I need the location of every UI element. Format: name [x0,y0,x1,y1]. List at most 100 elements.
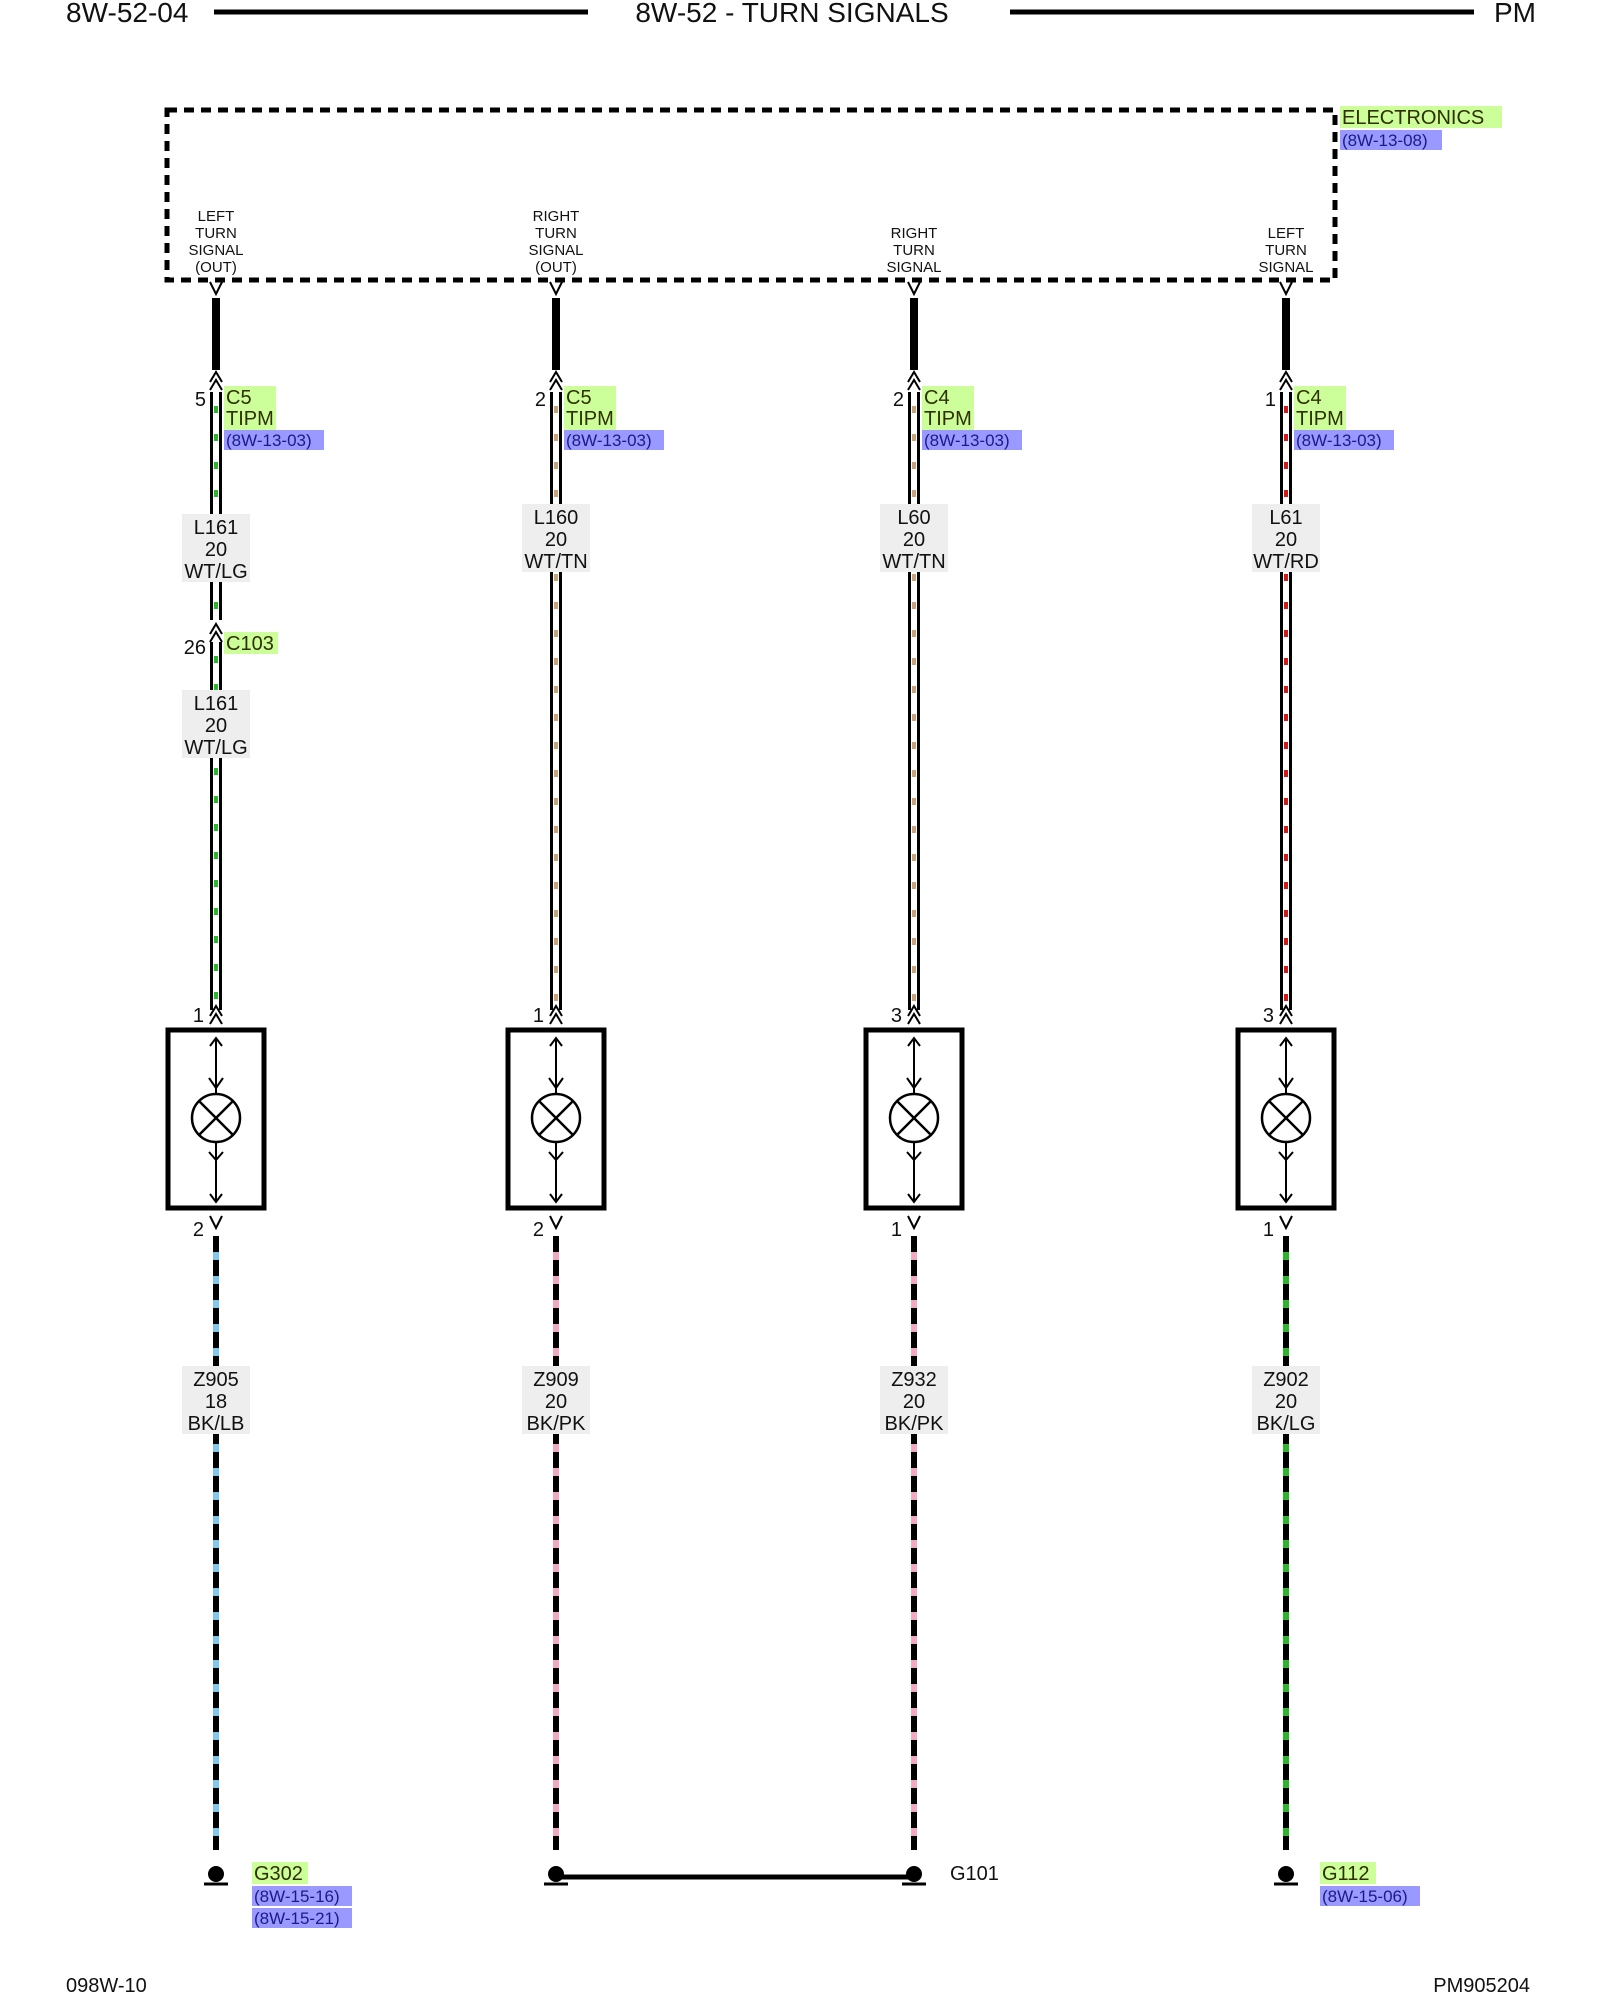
connector-arrow-top [907,370,921,383]
wire-stripe-dash [912,770,916,777]
wire-stripe-gap [553,1828,559,1836]
wire-stripe-dash [912,994,916,1001]
wire-circuit-id: Z902 [1263,1369,1309,1391]
wire-dash [1283,1428,1289,1444]
wire-dash [911,1620,917,1636]
wire-dash [911,1356,917,1372]
wire-stripe-dash [554,714,558,721]
wire-dash [213,1644,219,1660]
connector-id: C4 [1296,387,1322,409]
wire-dash [553,1548,559,1564]
wire-stripe-gap [911,1300,917,1308]
wire-stripe-dash [912,882,916,889]
wire-gauge: 20 [545,1391,567,1413]
ground-symbol-icon [1278,1866,1294,1882]
wire-stripe-dash [912,686,916,693]
wire-stripe-gap [213,1804,219,1812]
wire-stripe-gap [553,1660,559,1668]
wire-stripe-dash [554,574,558,581]
wire-stripe-gap [1283,1732,1289,1740]
wire-dash [553,1500,559,1516]
wire-dash [213,1332,219,1348]
wire-dash [911,1836,917,1850]
connector-arrow-bottom-pin [209,1215,223,1231]
wire-dash [1283,1788,1289,1804]
wire-dash [911,1332,917,1348]
wire-stripe-gap [213,1828,219,1836]
ground-name-g112: G112 [1322,1863,1369,1885]
wire-dash [553,1788,559,1804]
wire-dash [213,1740,219,1756]
wire-dash [553,1812,559,1828]
connector-ref-highlight [1294,430,1394,450]
wire-insulation [553,392,559,1010]
ground-symbol-icon [906,1866,922,1882]
connector-pin-number: 5 [195,389,206,411]
wire-stripe-gap [911,1588,917,1596]
connector-arrow-top [549,1004,563,1017]
wire-stripe-gap [213,1660,219,1668]
wire-stripe-dash [1284,966,1288,973]
lamp-pin-top: 1 [533,1005,544,1027]
wire-stripe-gap [911,1732,917,1740]
wire-stripe-gap [1283,1804,1289,1812]
wire-dash [213,1692,219,1708]
wire-label-background [1252,504,1320,572]
wire-dash [553,1620,559,1636]
wire-stripe-gap [553,1732,559,1740]
wire-stripe-dash [214,768,218,775]
module-lead-wire [1282,298,1290,370]
connector-arrow-bottom [549,1012,563,1025]
wire-stripe-gap [213,1612,219,1620]
header-page-code: 8W-52-04 [66,0,188,28]
connector-arrow-top [209,370,223,383]
ground-name-highlight [252,1862,308,1884]
wire-label-background [880,1366,948,1434]
wire-stripe-gap [1283,1780,1289,1788]
wire-insulation [911,392,917,1010]
wire-stripe-dash [1284,686,1288,693]
wire-gauge: 20 [1275,529,1297,551]
wire-stripe-gap [213,1588,219,1596]
wire-stripe-dash [554,882,558,889]
wire-dash [553,1476,559,1492]
wire-circuit-id: L161 [194,693,239,715]
wire-dash [213,1428,219,1444]
module-pin-label-line: LEFT [198,208,235,225]
module-outline [164,107,1338,283]
wire-dash [213,1236,219,1252]
wire-dash [911,1428,917,1444]
wire-stripe-gap [911,1252,917,1260]
wire-dash [213,1284,219,1300]
wire-stripe-dash [912,658,916,665]
lamp-chevron-bottom [548,1151,564,1162]
wire-stripe-gap [213,1564,219,1572]
wire-stripe-dash [554,854,558,861]
wire-label-background [1252,1366,1320,1434]
wire-gauge: 20 [903,1391,925,1413]
wire-stripe-gap [1283,1540,1289,1548]
wire-stripe-dash [912,854,916,861]
wire-circuit-id: L160 [534,507,579,529]
ground-ref-highlight [1320,1886,1420,1906]
wire-dash [213,1836,219,1850]
wire-dash [1283,1332,1289,1348]
connector-arrow-bottom-pin [907,1215,921,1231]
page-footer: 098W-10 PM905204 [66,1975,1530,1997]
wire-dash [911,1644,917,1660]
wire-stripe-dash [554,434,558,441]
wire-gauge: 20 [205,539,227,561]
wire-stripe-dash [912,938,916,945]
wire-stripe-dash [554,770,558,777]
connector-name: TIPM [226,408,274,430]
wire-dash [1283,1452,1289,1468]
wire-stripe-dash [1284,602,1288,609]
wire-stripe-gap [213,1276,219,1284]
wire-stripe-dash [912,434,916,441]
wire-dash [1283,1572,1289,1588]
wire-stripe-dash [554,910,558,917]
lamp-pin-bottom: 1 [891,1219,902,1241]
wire-dash [553,1764,559,1780]
